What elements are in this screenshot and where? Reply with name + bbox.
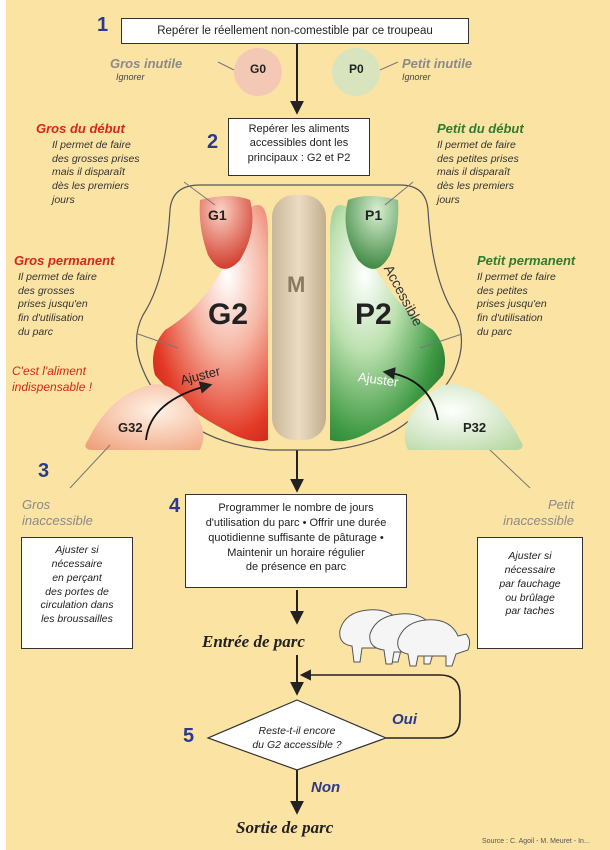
step-number-5: 5 <box>183 725 195 747</box>
non-label: Non <box>311 779 341 796</box>
petit-inaccessible-title: Petit inaccessible <box>503 497 574 529</box>
petit-permanent-title: Petit permanent <box>477 253 576 268</box>
step-1-text: Repérer le réellement non-comestible par… <box>157 25 433 37</box>
g32-shape <box>85 384 204 450</box>
decision-text: Reste-t-il encore du G2 accessible ? <box>226 724 368 752</box>
decision-line2: du G2 accessible ? <box>252 739 342 752</box>
p32-label: P32 <box>463 420 487 435</box>
step-1-box: Repérer le réellement non-comestible par… <box>121 18 469 44</box>
petit-debut-desc: Il permet de faire des petites prises ma… <box>437 139 519 206</box>
step-number-1: 1 <box>97 14 109 36</box>
g1-label: G1 <box>208 207 227 223</box>
oui-label: Oui <box>392 711 417 728</box>
p32-shape <box>404 384 523 450</box>
entree-de-parc-label: Entrée de parc <box>202 632 305 651</box>
m-label: M <box>287 272 306 297</box>
p1-label: P1 <box>365 207 383 223</box>
gros-permanent-title: Gros permanent <box>14 253 115 268</box>
m-column <box>272 195 326 440</box>
petit-debut-title: Petit du début <box>437 121 524 136</box>
petit-permanent-desc: Il permet de faire des petites prises ju… <box>477 271 556 338</box>
step-number-4: 4 <box>169 495 181 517</box>
step-4-line4: Maintenir un horaire régulier <box>227 546 365 559</box>
g1-shape <box>199 196 253 269</box>
g32-label: G32 <box>118 420 143 435</box>
sortie-de-parc-label: Sortie de parc <box>236 818 334 837</box>
decision-diamond <box>206 699 388 771</box>
p0-circle <box>332 48 380 96</box>
step-2-line3: principaux : G2 et P2 <box>247 151 351 164</box>
petit-inutile-sub: Ignorer <box>402 72 431 82</box>
source-footer: Source : C. Agoil - M. Meuret - In... <box>482 838 590 845</box>
p2-shape <box>330 205 446 442</box>
step-4-line2: d'utilisation du parc • Offrir une durée <box>205 516 387 529</box>
gros-debut-desc: Il permet de faire des grosses prises ma… <box>52 139 140 206</box>
gros-debut-title: Gros du début <box>36 121 125 136</box>
step-4-line5: de présence en parc <box>245 561 347 574</box>
step-2-box: Repérer les aliments accessibles dont le… <box>228 118 370 176</box>
petit-inaccessible-box: Ajuster si nécessaire par fauchage ou br… <box>477 537 583 649</box>
g2-shape <box>152 205 268 442</box>
step-2-line1: Repérer les aliments <box>248 123 350 135</box>
ajuster-right-arrow <box>382 367 439 421</box>
gros-inaccessible-box: Ajuster si nécessaire en perçant des por… <box>21 537 133 649</box>
accessible-outline <box>135 184 463 451</box>
gros-inutile-sub: Ignorer <box>116 72 145 82</box>
g0-circle <box>234 48 282 96</box>
petit-inutile-title: Petit inutile <box>402 56 473 71</box>
step-number-3: 3 <box>38 460 50 482</box>
ajuster-left-arrow <box>145 381 213 441</box>
gros-permanent-note: C'est l'aliment indispensable ! <box>12 364 93 395</box>
p2-label: P2 <box>355 298 392 331</box>
gros-permanent-desc: Il permet de faire des grosses prises ju… <box>18 271 97 338</box>
sheep-illustration <box>339 609 471 667</box>
step-4-box: Programmer le nombre de jours d'utilisat… <box>185 494 407 588</box>
p1-shape <box>345 196 399 269</box>
decision-line1: Reste-t-il encore <box>258 725 336 737</box>
g0-label: G0 <box>250 62 267 76</box>
g2-label: G2 <box>208 298 249 331</box>
oui-loop-arrow <box>299 669 461 739</box>
step-4-line3: quotidienne suffisante de pâturage • <box>208 531 384 544</box>
step-number-2: 2 <box>207 131 219 153</box>
step-4-line1: Programmer le nombre de jours <box>218 502 374 514</box>
gros-inutile-title: Gros inutile <box>110 56 183 71</box>
p0-label: P0 <box>349 62 364 76</box>
step-2-line2: accessibles dont les <box>249 137 349 150</box>
gros-inaccessible-title: Gros inaccessible <box>22 497 93 529</box>
